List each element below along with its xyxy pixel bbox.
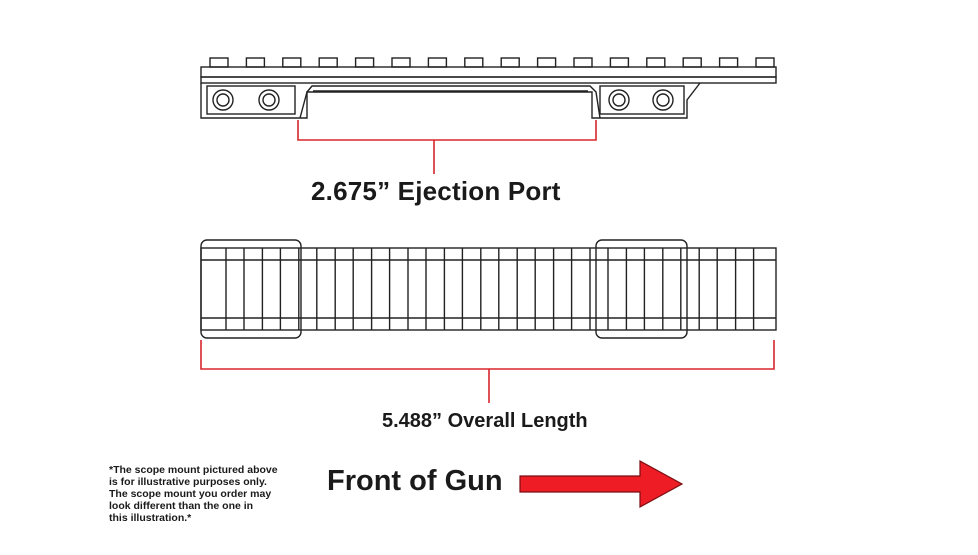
rail-tooth (282, 57, 302, 68)
rail-slot (407, 248, 427, 330)
rail-tooth (500, 57, 520, 68)
rail-tooth (536, 57, 557, 68)
rail-top-bar-step (200, 76, 777, 84)
rail-slot (261, 248, 282, 330)
ejection-port-label: 2.675” Ejection Port (311, 176, 561, 206)
rail-slot (698, 248, 718, 330)
rail-slot (298, 248, 318, 330)
rail-tooth (354, 57, 375, 68)
rail-slot (334, 248, 354, 330)
rail-top-bar (200, 66, 777, 78)
front-of-gun-label: Front of Gun (327, 465, 503, 497)
right-arrow-icon (519, 459, 684, 509)
screw-icon (258, 89, 280, 111)
rail-tooth (755, 57, 775, 68)
screw-icon (652, 89, 674, 111)
rail-slot (516, 248, 536, 330)
disclaimer-line: The scope mount you order may (109, 488, 272, 500)
rail-slots (225, 248, 755, 330)
screw-icon (608, 89, 630, 111)
rail-tooth (682, 57, 702, 68)
rail-tooth (464, 57, 484, 68)
rail-slot (480, 248, 500, 330)
rail-slot (370, 248, 391, 330)
screw-icon (212, 89, 234, 111)
rail-tooth (718, 57, 739, 68)
rail-tooth (427, 57, 448, 68)
disclaimer-line: this illustration.* (109, 512, 192, 524)
overall-length-dimension-bracket (200, 340, 775, 403)
overall-length-label: 5.488” Overall Length (382, 410, 588, 432)
disclaimer-line: look different than the one in (109, 500, 254, 512)
rail-slot (734, 248, 755, 330)
left-clamp-pad (200, 239, 302, 339)
rail-tooth (573, 57, 593, 68)
left-base-block (206, 85, 296, 115)
rail-slot (662, 248, 682, 330)
rail-teeth (209, 57, 775, 68)
rail-slot (589, 248, 609, 330)
mount-base-outline (200, 82, 701, 119)
rail-tooth (209, 57, 229, 68)
mount-side-view (200, 57, 777, 119)
right-base-block (599, 85, 685, 115)
rail-tooth (646, 57, 666, 68)
rail-tooth (609, 57, 630, 68)
rail-slot (625, 248, 646, 330)
disclaimer-line: *The scope mount pictured above (109, 464, 278, 476)
mount-top-view (200, 239, 777, 339)
ejection-port-recess (299, 85, 601, 119)
rail-tooth (245, 57, 266, 68)
rail-slot (443, 248, 464, 330)
rail-tooth (391, 57, 411, 68)
rail-body (200, 247, 777, 331)
rail-tooth (318, 57, 338, 68)
disclaimer-line: is for illustrative purposes only. (109, 476, 267, 488)
ejection-port-dimension-bracket (297, 120, 597, 174)
right-clamp-pad (595, 239, 688, 339)
rail-slot (225, 248, 245, 330)
rail-slot (552, 248, 573, 330)
disclaimer-note: *The scope mount pictured above is for i… (109, 464, 309, 524)
